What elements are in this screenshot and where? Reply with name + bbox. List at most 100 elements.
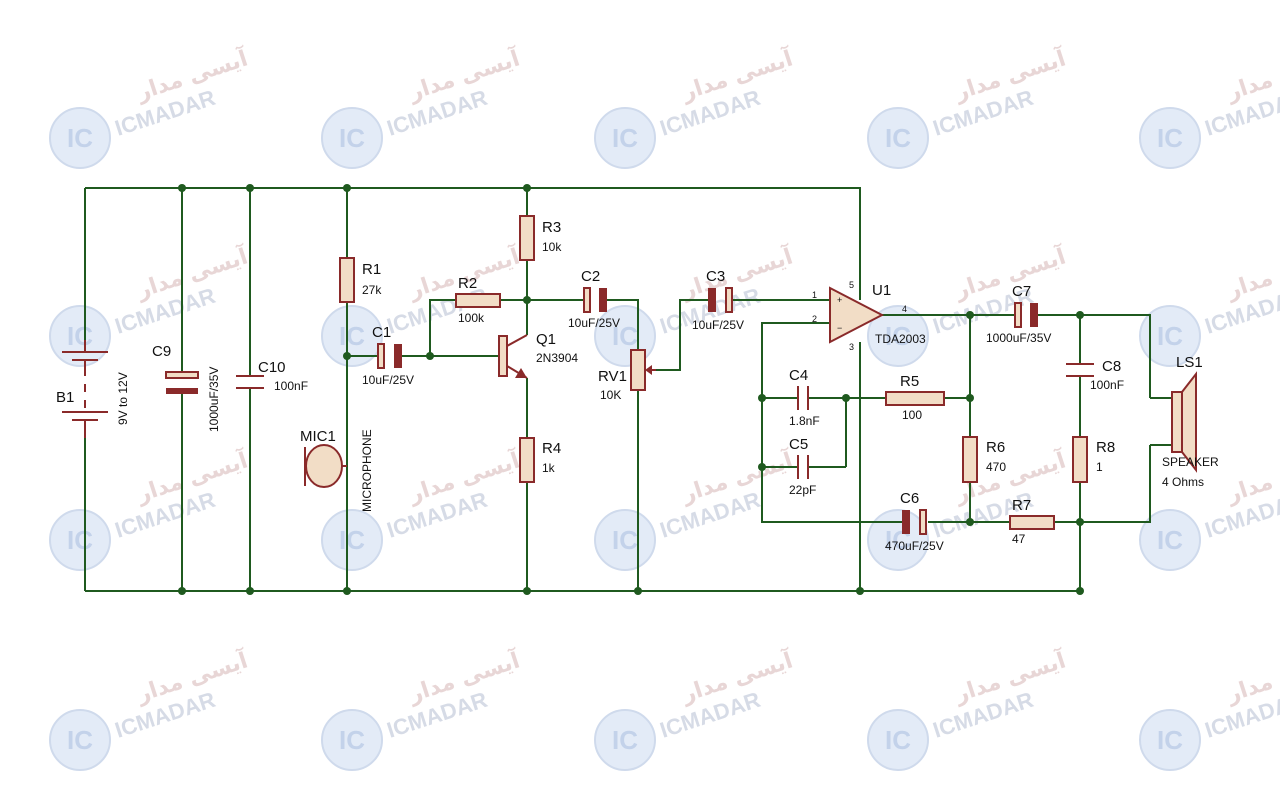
c1-ref: C1: [372, 324, 391, 341]
c9-value: 1000uF/35V: [207, 367, 221, 432]
c6-value: 470uF/25V: [885, 539, 944, 553]
r6-value: 470: [986, 460, 1006, 474]
c2-value: 10uF/25V: [568, 316, 620, 330]
watermark-logo: IC: [67, 123, 93, 153]
r5-value: 100: [902, 408, 922, 422]
resistor-r4: R4 1k: [519, 437, 561, 483]
u1-pin5: 5: [849, 280, 854, 290]
c8-ref: C8: [1102, 358, 1121, 375]
rv1-value: 10K: [600, 388, 621, 402]
watermark-logo: IC: [612, 725, 638, 755]
capacitor-c3: C3 10uF/25V: [692, 268, 744, 332]
watermark-logo: IC: [339, 123, 365, 153]
watermark-logo: IC: [1157, 525, 1183, 555]
u1-pin2: 2: [812, 314, 817, 324]
watermark-logo: IC: [1157, 321, 1183, 351]
ls1-impedance: 4 Ohms: [1162, 475, 1204, 489]
resistor-r3: R3 10k: [519, 215, 562, 261]
capacitor-c8: C8 100nF: [1066, 358, 1124, 392]
r3-ref: R3: [542, 219, 561, 236]
watermark-logo: IC: [67, 525, 93, 555]
u1-ref: U1: [872, 282, 891, 299]
r1-value: 27k: [362, 283, 382, 297]
capacitor-c4: C4 1.8nF: [789, 367, 820, 428]
c10-value: 100nF: [274, 379, 308, 393]
r8-ref: R8: [1096, 439, 1115, 456]
c8-value: 100nF: [1090, 378, 1124, 392]
c5-ref: C5: [789, 436, 808, 453]
c9-ref: C9: [152, 343, 171, 360]
mic1-value: MICROPHONE: [360, 429, 374, 512]
resistor-r7: R7 47: [1009, 497, 1055, 546]
watermark-logo: IC: [885, 321, 911, 351]
capacitor-c1: C1 10uF/25V: [362, 324, 414, 387]
r7-ref: R7: [1012, 497, 1031, 514]
watermark-logo: IC: [67, 725, 93, 755]
junctions: [178, 184, 1084, 595]
watermark-logo: IC: [885, 725, 911, 755]
r2-value: 100k: [458, 311, 485, 325]
c3-ref: C3: [706, 268, 725, 285]
r7-value: 47: [1012, 532, 1026, 546]
resistor-r5: R5 100: [885, 373, 945, 422]
watermark-logo: IC: [1157, 725, 1183, 755]
capacitor-c10: C10 100nF: [236, 359, 308, 393]
c7-value: 1000uF/35V: [986, 331, 1051, 345]
watermark-logo: IC: [612, 123, 638, 153]
u1-pin4: 4: [902, 304, 907, 314]
watermark-logo: IC: [67, 321, 93, 351]
watermark-logo: IC: [339, 321, 365, 351]
ls1-ref: LS1: [1176, 354, 1203, 371]
resistor-r8: R8 1: [1072, 436, 1115, 483]
watermark-logo: IC: [885, 123, 911, 153]
watermark-logo: IC: [1157, 123, 1183, 153]
c4-value: 1.8nF: [789, 414, 820, 428]
resistor-r2: R2 100k: [455, 275, 501, 325]
c4-ref: C4: [789, 367, 808, 384]
transistor-q1: Q1 2N3904: [498, 331, 578, 379]
c3-value: 10uF/25V: [692, 318, 744, 332]
c2-ref: C2: [581, 268, 600, 285]
resistor-r1: R1 27k: [339, 257, 382, 303]
c5-value: 22pF: [789, 483, 816, 497]
r4-ref: R4: [542, 440, 561, 457]
b1-value: 9V to 12V: [116, 372, 130, 425]
q1-ref: Q1: [536, 331, 556, 348]
r1-ref: R1: [362, 261, 381, 278]
speaker-ls1: LS1 SPEAKER 4 Ohms: [1162, 354, 1219, 489]
battery-b1: B1 9V to 12V: [56, 340, 130, 438]
ls1-value: SPEAKER: [1162, 455, 1219, 469]
c10-ref: C10: [258, 359, 286, 376]
mic1-ref: MIC1: [300, 428, 336, 445]
svg-text:+: +: [837, 295, 842, 305]
microphone-mic1: MIC1 MICROPHONE: [300, 428, 374, 512]
svg-text:−: −: [837, 323, 842, 333]
watermark-logo: IC: [339, 525, 365, 555]
watermark-logo: IC: [612, 321, 638, 351]
amplifier-u1: + − 1 2 3 4 5 U1 TDA2003: [812, 280, 926, 352]
capacitor-c5: C5 22pF: [789, 436, 816, 497]
potentiometer-rv1: RV1 10K: [598, 349, 656, 402]
watermark-logo: IC: [339, 725, 365, 755]
b1-ref: B1: [56, 389, 74, 406]
capacitor-c2: C2 10uF/25V: [568, 268, 620, 330]
capacitor-c9: C9 1000uF/35V: [152, 343, 221, 432]
r5-ref: R5: [900, 373, 919, 390]
c6-ref: C6: [900, 490, 919, 507]
